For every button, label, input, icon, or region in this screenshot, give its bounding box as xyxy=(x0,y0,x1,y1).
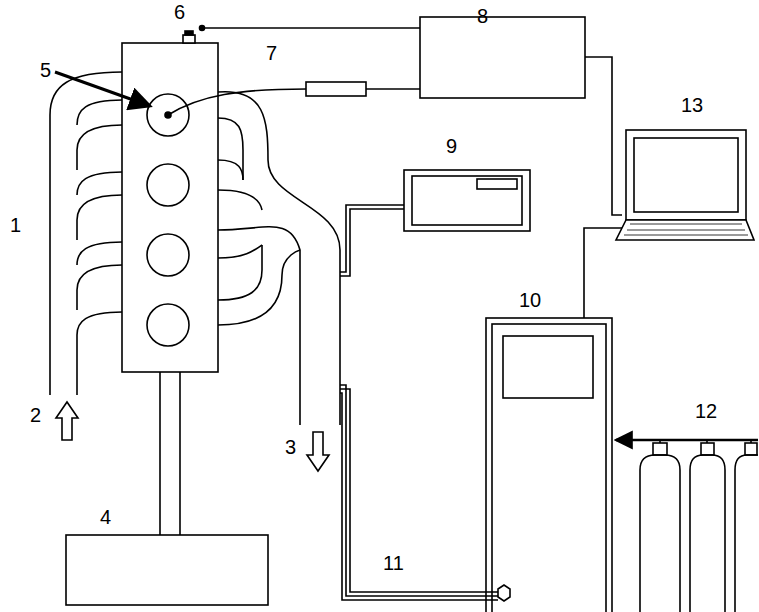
callout-number: 10 xyxy=(519,290,541,310)
exhaust-arrow xyxy=(307,432,329,471)
callout-number: 12 xyxy=(695,401,717,421)
signal-wire xyxy=(585,57,622,215)
intake-manifold xyxy=(50,72,122,395)
dynamometer xyxy=(66,535,268,605)
analyzer-box xyxy=(404,170,530,231)
sample-line xyxy=(340,385,498,600)
analyzer-panel xyxy=(412,176,522,225)
pointer-arrow xyxy=(55,72,150,106)
cabinet-screen xyxy=(503,336,593,398)
analyzer-display xyxy=(477,179,517,189)
signal-wire xyxy=(584,228,622,318)
exhaust-manifold xyxy=(218,92,340,425)
callout-number: 4 xyxy=(100,507,111,527)
cylinder xyxy=(147,304,189,346)
sensor-head xyxy=(185,31,193,35)
signal-wire xyxy=(202,27,420,29)
callout-number: 9 xyxy=(446,136,457,156)
gas-supply-arrow xyxy=(616,439,758,441)
callout-number: 3 xyxy=(285,437,296,457)
signal-wire xyxy=(366,88,420,90)
cabinet-panel xyxy=(492,324,606,612)
engine-block xyxy=(122,43,218,372)
pressure-sensor xyxy=(183,35,195,43)
callout-number: 8 xyxy=(477,6,488,26)
data-acquisition-box xyxy=(420,17,585,98)
callout-number: 1 xyxy=(10,215,21,235)
inlet-port xyxy=(498,585,510,601)
cylinder xyxy=(147,164,189,206)
shaft xyxy=(160,372,180,535)
gas-bottles xyxy=(640,440,758,612)
cylinder xyxy=(147,234,189,276)
charge-amplifier xyxy=(306,82,366,96)
callout-number: 5 xyxy=(40,60,51,80)
callout-number: 7 xyxy=(266,43,277,63)
callout-number: 13 xyxy=(681,95,703,115)
signal-wire xyxy=(168,89,306,115)
laptop xyxy=(616,130,754,240)
callout-number: 11 xyxy=(383,553,404,573)
callout-number: 2 xyxy=(30,405,41,425)
intake-arrow xyxy=(56,402,78,440)
sample-line xyxy=(340,205,404,276)
callout-number: 6 xyxy=(174,2,185,22)
gas-analyzer-cabinet xyxy=(486,318,612,612)
